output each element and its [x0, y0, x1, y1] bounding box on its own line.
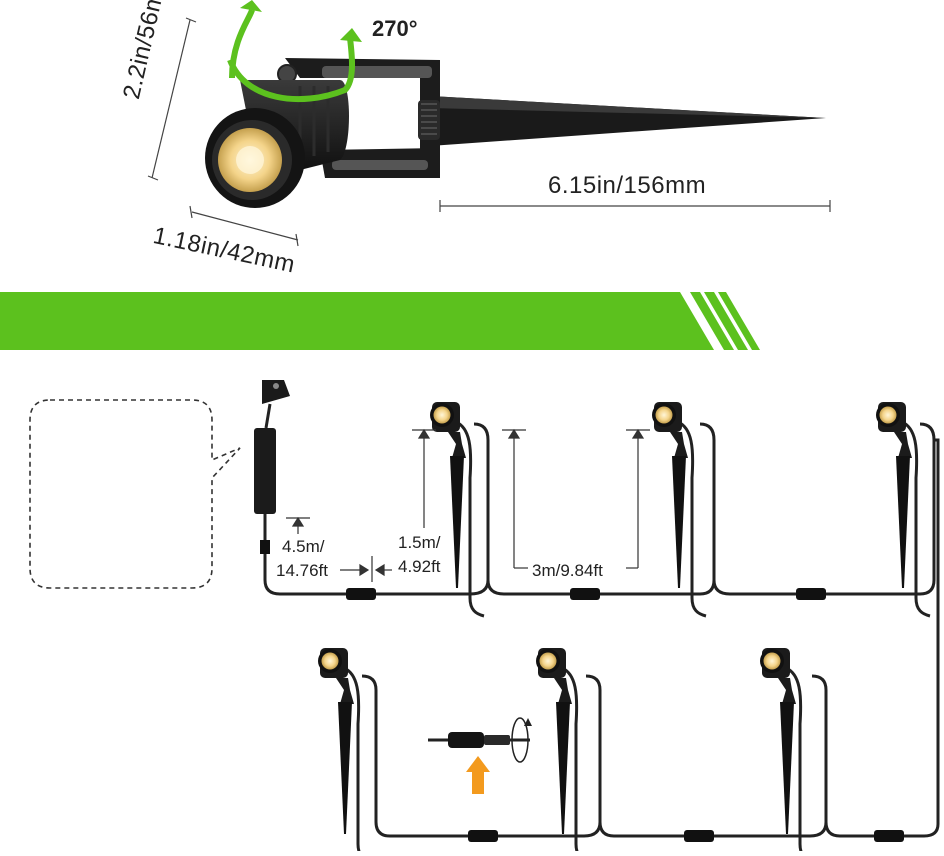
- spike-cable-label: 1.5m/: [398, 533, 441, 552]
- socket-callout: [29, 399, 241, 589]
- cable-length-label: 4.5m/: [282, 537, 325, 556]
- spike-cable-ft-label: 4.92ft: [398, 557, 441, 576]
- spike-light-4: [316, 646, 374, 856]
- main-cable-1: [263, 422, 490, 596]
- wiring-diagram: [29, 380, 940, 856]
- spike-light-6: [758, 646, 816, 856]
- rotate-arrow-right: [227, 37, 355, 103]
- spike-light-2: [650, 400, 708, 618]
- power-plug: [262, 380, 290, 429]
- spike-light-product: [147, 0, 831, 247]
- orange-arrow-icon: [466, 756, 490, 794]
- spike-light-1: [428, 400, 486, 618]
- main-cable-2: [811, 438, 940, 838]
- cable-length-ft-label: 14.76ft: [276, 561, 328, 580]
- spike-light-5: [534, 646, 592, 856]
- power-adapter: [254, 428, 276, 514]
- green-banner: [0, 292, 760, 350]
- height-dim-line: [151, 19, 191, 179]
- waterproof-connector-detail: [428, 717, 532, 763]
- dimension-markers: [286, 428, 650, 582]
- cable-connectors: [346, 588, 904, 842]
- rotation-label: 270°: [372, 16, 418, 41]
- width-dim-line: [191, 211, 299, 241]
- between-lights-label: 3m/9.84ft: [532, 561, 603, 580]
- length-label: 6.15in/156mm: [548, 172, 707, 199]
- spike-light-3: [874, 400, 932, 618]
